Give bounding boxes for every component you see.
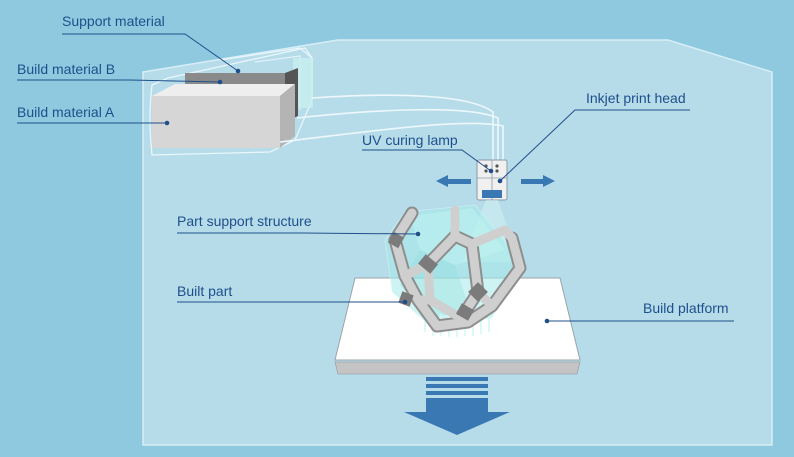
print-head-motion-arrows — [436, 175, 555, 187]
label-inkjet-print-head: Inkjet print head — [586, 90, 686, 106]
label-part-support-structure: Part support structure — [177, 213, 312, 229]
arrow-left-icon — [436, 175, 471, 187]
label-build-material-a: Build material A — [17, 104, 115, 120]
label-uv-curing-lamp: UV curing lamp — [362, 132, 458, 148]
label-built-part: Built part — [177, 283, 232, 299]
built-part — [387, 205, 527, 333]
feed-tubes — [279, 94, 504, 162]
leader-lines — [17, 33, 734, 322]
uv-curing-lamp — [482, 190, 502, 198]
label-support-material: Support material — [62, 13, 165, 29]
material-cartridges — [149, 47, 313, 156]
arrow-right-icon — [521, 175, 555, 187]
platform-down-arrow-icon — [404, 377, 510, 435]
build-material-a-cartridge — [152, 96, 280, 148]
label-build-platform: Build platform — [643, 300, 729, 316]
leader-dots — [164, 68, 550, 324]
label-build-material-b: Build material B — [17, 61, 115, 77]
inkjet-print-head — [476, 159, 508, 201]
